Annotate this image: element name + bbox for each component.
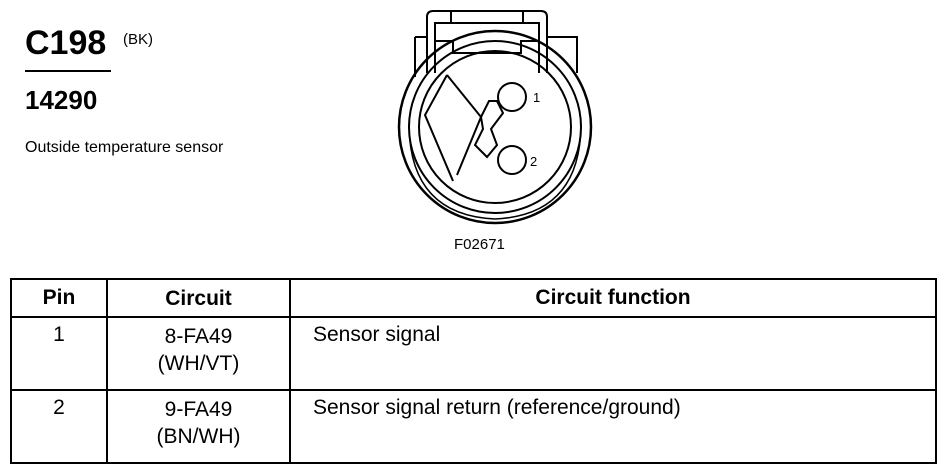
pin-2-label: 2 [530, 154, 537, 169]
connector-body [397, 29, 593, 225]
pin-cell: 1 [10, 316, 108, 391]
pin-cell: 2 [10, 389, 108, 464]
header-pin: Pin [10, 278, 108, 318]
table-row: 1 8-FA49 (WH/VT) Sensor signal [10, 316, 937, 391]
pin-1-cavity [497, 82, 527, 112]
connector-id: C198 [25, 24, 107, 62]
circuit-cell: 9-FA49 (BN/WH) [106, 389, 291, 464]
header-circuit: Circuit [106, 278, 291, 318]
title-divider [25, 70, 111, 72]
wire-color: (BN/WH) [156, 425, 241, 448]
connector-latch [414, 10, 578, 77]
circuit-number: 9-FA49 [164, 398, 233, 421]
part-number: 14290 [25, 85, 98, 115]
pinout-table: Pin Circuit Circuit function 1 8-FA49 (W… [10, 278, 937, 464]
connector-color: (BK) [123, 31, 153, 48]
circuit-number: 8-FA49 [164, 325, 233, 348]
connector-face-diagram: 1 2 [397, 10, 593, 225]
function-cell: Sensor signal return (reference/ground) [289, 389, 937, 464]
header-circuit-function: Circuit function [289, 278, 937, 318]
pin-2-cavity [497, 145, 527, 175]
circuit-cell: 8-FA49 (WH/VT) [106, 316, 291, 391]
figure-id: F02671 [454, 236, 505, 253]
connector-description: Outside temperature sensor [25, 139, 224, 156]
function-cell: Sensor signal [289, 316, 937, 391]
connector-key [423, 74, 505, 182]
table-header-row: Pin Circuit Circuit function [10, 278, 937, 318]
table-row: 2 9-FA49 (BN/WH) Sensor signal return (r… [10, 389, 937, 464]
pin-1-label: 1 [533, 90, 540, 105]
wire-color: (WH/VT) [157, 352, 240, 375]
